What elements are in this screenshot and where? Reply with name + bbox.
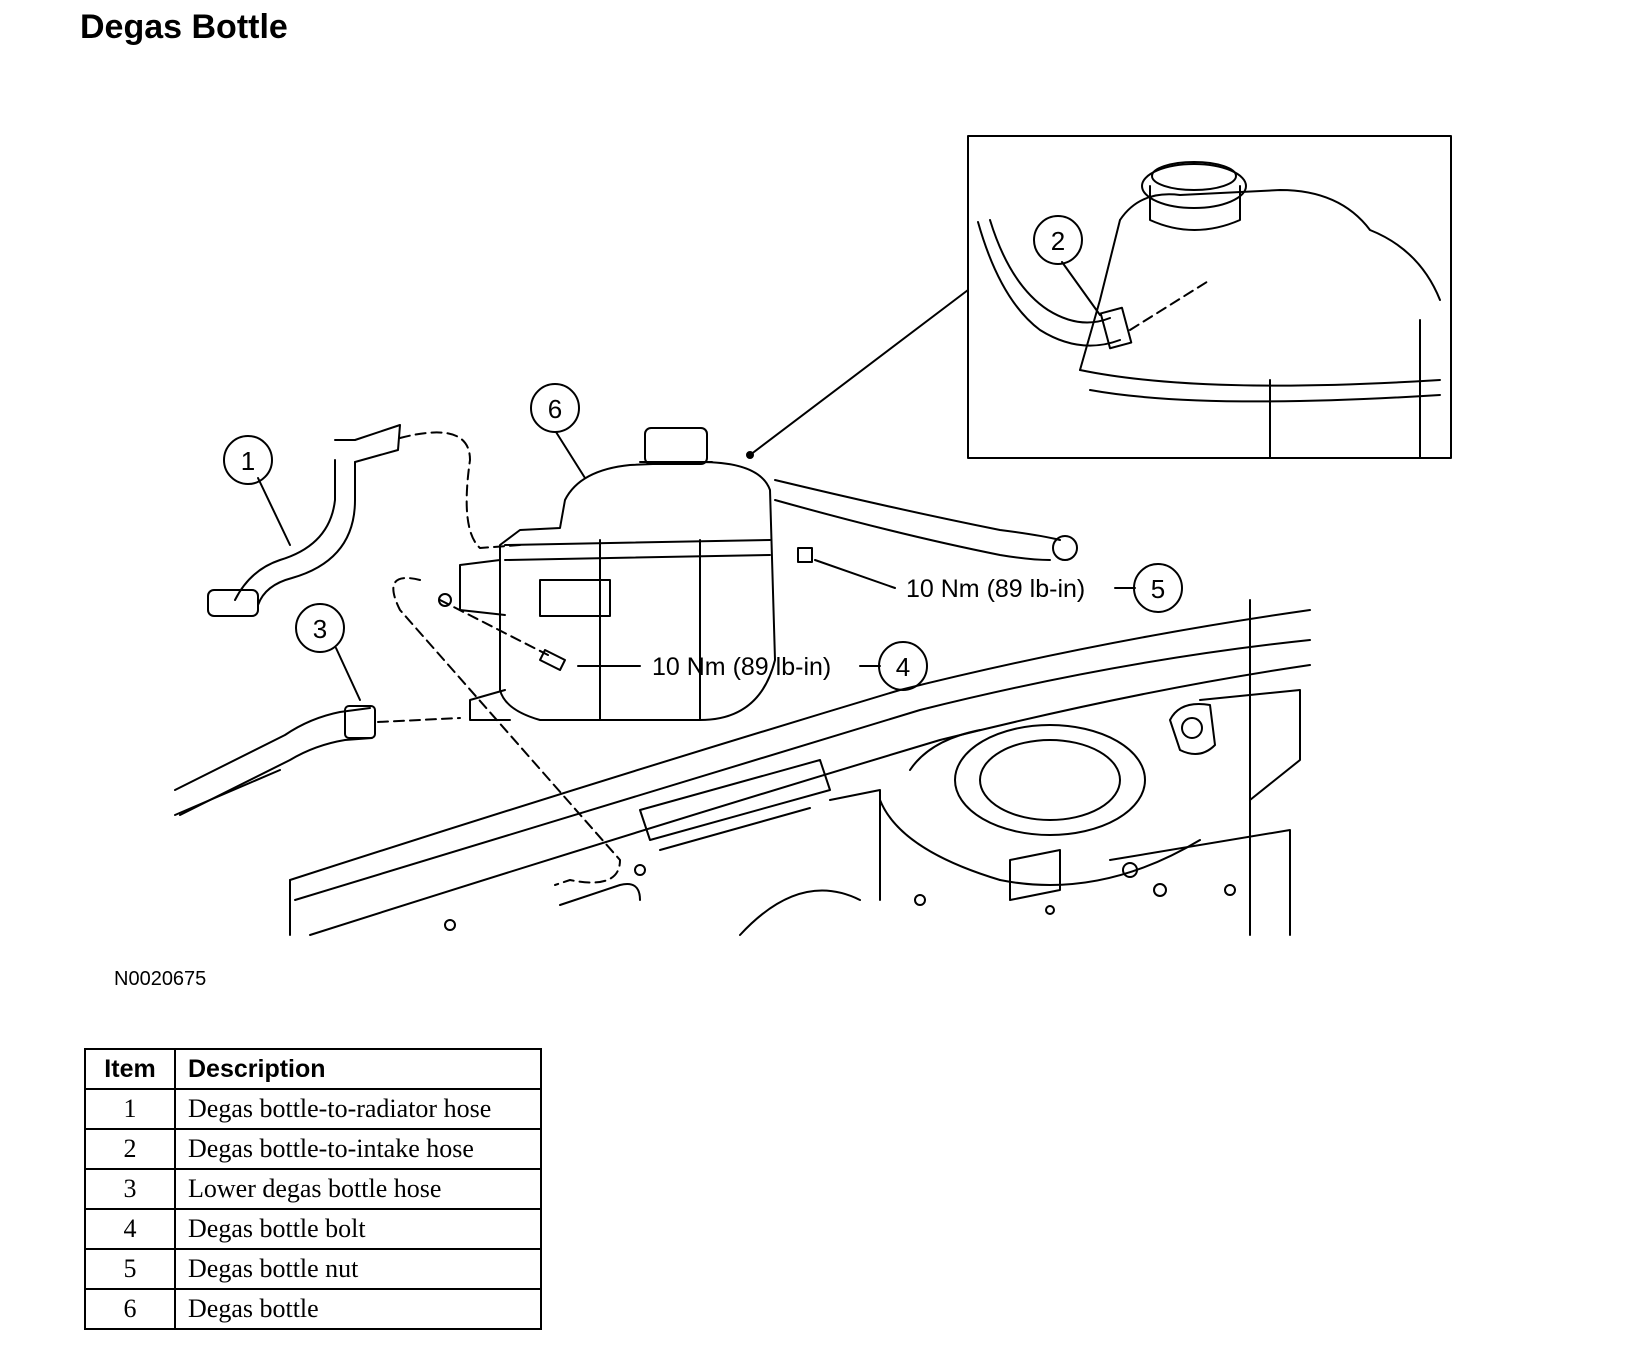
callout-4-number: 4 bbox=[896, 652, 910, 682]
leader-3 bbox=[335, 647, 361, 701]
callout-3-number: 3 bbox=[313, 614, 327, 644]
radiator-hose-drawing bbox=[207, 424, 521, 617]
torque-label-4: 10 Nm (89 lb-in) bbox=[652, 653, 831, 681]
callout-2-number: 2 bbox=[1051, 226, 1065, 256]
table-row: 4 Degas bottle bolt bbox=[84, 1208, 542, 1250]
table-row: 6 Degas bottle bbox=[84, 1288, 542, 1330]
item-description: Degas bottle bbox=[174, 1288, 542, 1330]
callout-4-circle bbox=[878, 641, 928, 691]
callout-6-number: 6 bbox=[548, 394, 562, 424]
callout-5-circle bbox=[1133, 563, 1183, 613]
callout-3-circle bbox=[295, 603, 345, 653]
callout-5-number: 5 bbox=[1151, 574, 1165, 604]
callout-6-circle bbox=[530, 383, 580, 433]
degas-bottle-drawing bbox=[459, 427, 776, 721]
item-number: 6 bbox=[84, 1288, 176, 1330]
table-row: 3 Lower degas bottle hose bbox=[84, 1168, 542, 1210]
page-title: Degas Bottle bbox=[80, 8, 288, 46]
item-number: 1 bbox=[84, 1088, 176, 1130]
callout-1-circle bbox=[223, 435, 273, 485]
nut-drawing bbox=[797, 547, 813, 563]
item-description: Degas bottle nut bbox=[174, 1248, 542, 1290]
lower-degas-hose-drawing bbox=[174, 705, 461, 816]
item-number: 4 bbox=[84, 1208, 176, 1250]
leader-6 bbox=[555, 431, 586, 479]
bolt-drawing bbox=[438, 593, 566, 671]
leader-5 bbox=[814, 559, 896, 589]
header-item: Item bbox=[84, 1048, 176, 1090]
item-number: 3 bbox=[84, 1168, 176, 1210]
table-row: 1 Degas bottle-to-radiator hose bbox=[84, 1088, 542, 1130]
item-number: 5 bbox=[84, 1248, 176, 1290]
item-description: Lower degas bottle hose bbox=[174, 1168, 542, 1210]
leader-2 bbox=[1061, 261, 1101, 316]
diagram-illustration: 1 2 3 4 5 6 10 Nm (89 lb-in) 10 Nm (89 l… bbox=[174, 135, 1452, 936]
legend-header-row: Item Description bbox=[84, 1048, 542, 1090]
legend-table: Item Description 1 Degas bottle-to-radia… bbox=[84, 1048, 542, 1330]
item-description: Degas bottle-to-radiator hose bbox=[174, 1088, 542, 1130]
inset-detail bbox=[967, 135, 1452, 459]
table-row: 5 Degas bottle nut bbox=[84, 1248, 542, 1290]
intake-hose-drawing bbox=[774, 479, 1078, 561]
figure-id: N0020675 bbox=[114, 968, 207, 990]
leader-1 bbox=[257, 477, 291, 546]
torque-label-5: 10 Nm (89 lb-in) bbox=[906, 575, 1085, 603]
item-description: Degas bottle-to-intake hose bbox=[174, 1128, 542, 1170]
table-row: 2 Degas bottle-to-intake hose bbox=[84, 1128, 542, 1170]
callout-1-number: 1 bbox=[241, 446, 255, 476]
item-description: Degas bottle bolt bbox=[174, 1208, 542, 1250]
engine-compartment-drawing bbox=[174, 599, 1311, 936]
callout-2-circle bbox=[1033, 215, 1083, 265]
item-number: 2 bbox=[84, 1128, 176, 1170]
header-description: Description bbox=[174, 1048, 542, 1090]
